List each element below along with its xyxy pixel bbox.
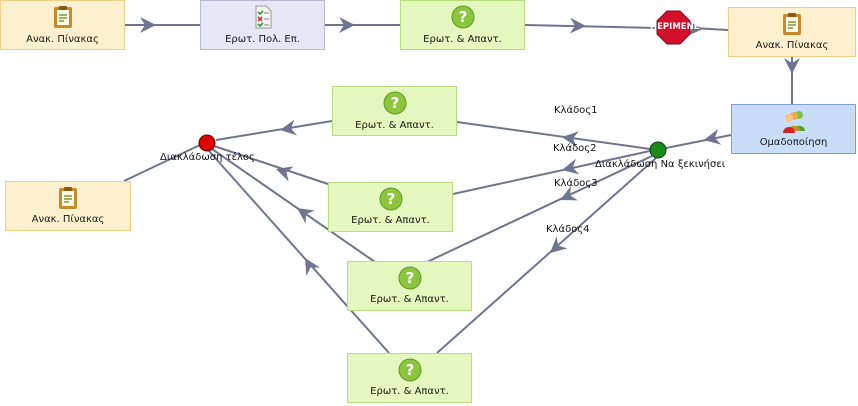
branch-end-node[interactable] (198, 134, 216, 152)
arrowhead (784, 58, 800, 74)
node-qa-branch1-label: Ερωτ. & Απαντ. (355, 120, 434, 131)
arrowhead (550, 236, 568, 253)
edge-qa3-end (211, 148, 376, 263)
question-mark-icon: ? (379, 187, 402, 211)
arrowhead (297, 208, 315, 224)
arrowhead (140, 17, 156, 33)
arrowhead (562, 158, 580, 175)
people-group-icon (782, 111, 805, 133)
arrowhead (305, 258, 321, 276)
node-qa-branch3[interactable]: ? Ερωτ. & Απαντ. (347, 261, 472, 311)
question-mark-icon: ? (451, 5, 474, 29)
node-board-1-label: Ανακ. Πίνακας (26, 34, 99, 45)
question-mark-icon: ? (383, 91, 406, 115)
node-grouping-label: Ομαδοποίηση (759, 137, 828, 148)
node-board-1[interactable]: Ανακ. Πίνακας (0, 0, 125, 50)
edge-qa1-end (215, 120, 333, 141)
checklist-form-icon (255, 5, 271, 29)
edge-branch1 (456, 121, 651, 150)
node-qa-branch4[interactable]: ? Ερωτ. & Απαντ. (347, 353, 472, 403)
edge-qa4-end (208, 150, 390, 354)
node-grouping[interactable]: Ομαδοποίηση (731, 104, 856, 154)
stop-sign-label: ΠΕΡΙΜΕΝΕ (650, 22, 700, 32)
arrowheads-layer (140, 17, 800, 276)
branch-label-1: Κλάδος1 (554, 105, 598, 116)
node-qa-top-label: Ερωτ. & Απαντ. (423, 34, 502, 45)
arrowhead (339, 17, 355, 33)
question-mark-icon: ? (398, 358, 421, 382)
svg-text:?: ? (390, 94, 399, 112)
branch-label-2: Κλάδος2 (553, 143, 597, 154)
branch-label-4: Κλάδος4 (546, 224, 590, 235)
branch-label-3: Κλάδος3 (554, 178, 598, 189)
clipboard-icon (53, 6, 72, 28)
arrowhead (686, 20, 703, 37)
branch-start-node[interactable] (649, 141, 667, 159)
svg-text:?: ? (405, 269, 414, 287)
node-form-1-label: Ερωτ. Πολ. Επ. (225, 34, 300, 45)
node-qa-branch2-label: Ερωτ. & Απαντ. (351, 215, 430, 226)
node-qa-branch4-label: Ερωτ. & Απαντ. (370, 386, 449, 397)
arrowhead (562, 131, 579, 148)
clipboard-icon (783, 13, 801, 35)
edge-branch3 (426, 155, 653, 263)
arrowhead (280, 119, 298, 136)
stop-sign[interactable] (656, 10, 691, 45)
edge-grouping-branchstart (665, 134, 732, 149)
svg-text:?: ? (405, 361, 414, 379)
edge-end-board3 (123, 144, 201, 182)
arrowhead (704, 129, 722, 145)
edge-qa2-end (213, 145, 329, 185)
node-board-2-label: Ανακ. Πίνακας (755, 40, 829, 51)
node-board-3[interactable]: Ανακ. Πίνακας (5, 181, 131, 231)
branch-start-label: Διακλάδωση Να ξεκινήσει (595, 159, 726, 170)
node-qa-branch3-label: Ερωτ. & Απαντ. (370, 294, 449, 305)
edge-branch2 (452, 150, 651, 195)
arrowhead (569, 17, 586, 34)
node-qa-branch2[interactable]: ? Ερωτ. & Απαντ. (328, 182, 453, 232)
node-board-3-label: Ανακ. Πίνακας (31, 214, 105, 225)
arrowhead (560, 185, 578, 201)
clipboard-icon (59, 187, 77, 209)
node-board-2[interactable]: Ανακ. Πίνακας (728, 7, 856, 57)
edge-branch4 (436, 157, 657, 354)
node-qa-top[interactable]: ? Ερωτ. & Απαντ. (400, 0, 525, 50)
branch-end-label: Διακλάδωση τέλος (160, 152, 255, 163)
question-mark-icon: ? (398, 266, 421, 290)
arrowhead (276, 166, 294, 182)
edges-layer (123, 24, 793, 354)
svg-text:?: ? (458, 8, 467, 26)
node-form-1[interactable]: Ερωτ. Πολ. Επ. (200, 0, 325, 50)
svg-text:?: ? (386, 190, 395, 208)
edge-qa-stop (524, 24, 658, 29)
node-qa-branch1[interactable]: ? Ερωτ. & Απαντ. (332, 86, 457, 136)
